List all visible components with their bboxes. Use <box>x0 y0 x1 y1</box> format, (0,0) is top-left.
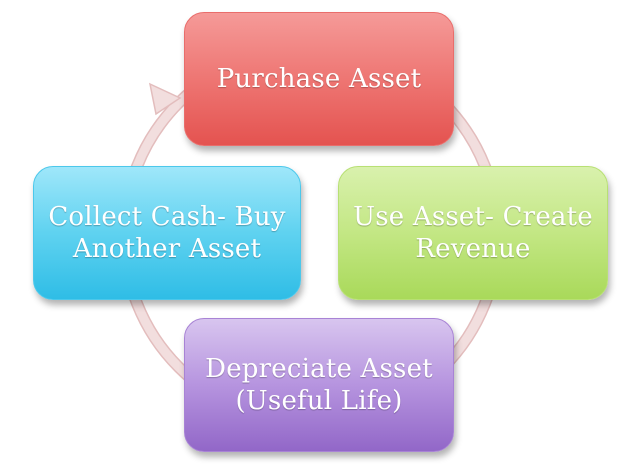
node-purchase-asset: Purchase Asset <box>184 12 454 146</box>
node-purchase-asset-label: Purchase Asset <box>216 64 422 94</box>
cycle-arrowhead <box>148 82 182 116</box>
node-collect-cash: Collect Cash- Buy Another Asset <box>33 166 301 300</box>
node-collect-cash-label: Collect Cash- Buy Another Asset <box>48 202 286 264</box>
node-use-asset-label: Use Asset- Create Revenue <box>353 202 593 264</box>
node-use-asset: Use Asset- Create Revenue <box>338 166 608 300</box>
node-depreciate-asset-label: Depreciate Asset (Useful Life) <box>205 354 433 416</box>
node-depreciate-asset: Depreciate Asset (Useful Life) <box>184 318 454 452</box>
